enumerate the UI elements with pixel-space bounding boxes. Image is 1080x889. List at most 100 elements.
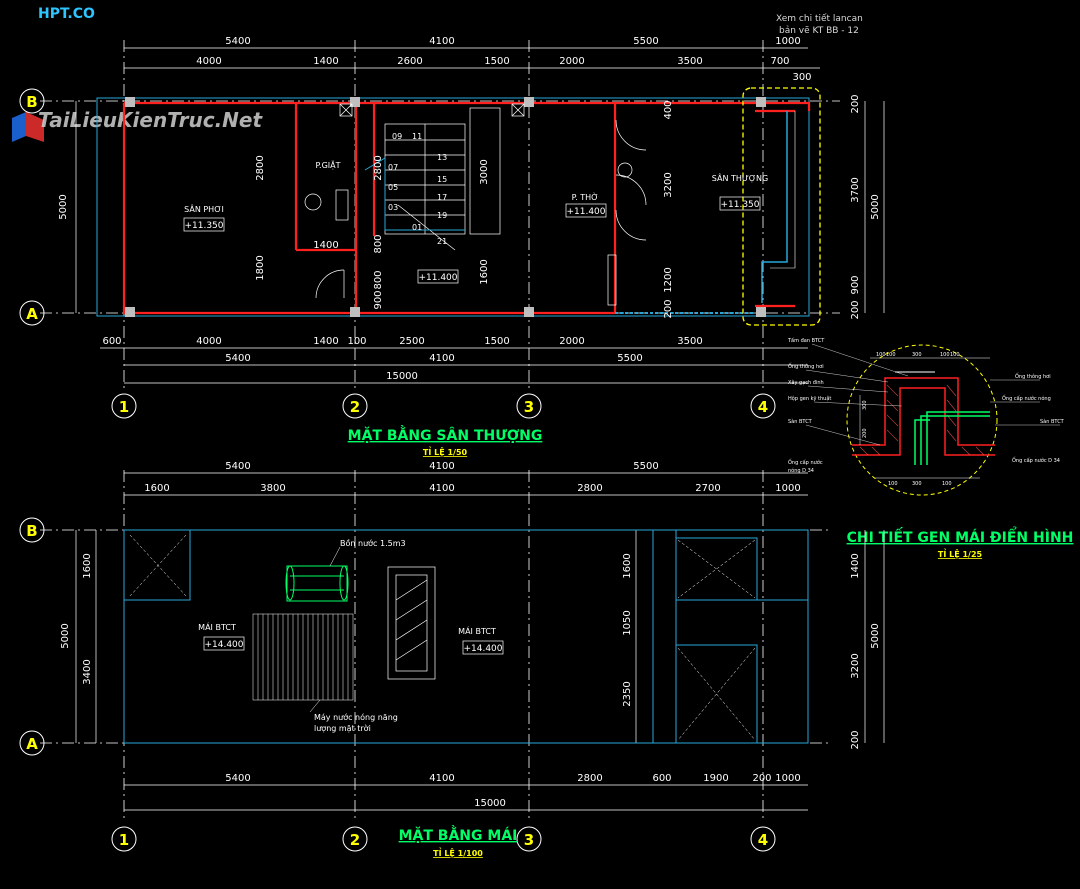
dim: 1200 [663, 267, 674, 292]
dim: 300 [912, 352, 922, 358]
dim: 4000 [196, 56, 221, 67]
plan-mai [40, 470, 885, 820]
watermark-logo: TaiLieuKienTruc.Net [12, 108, 263, 142]
detail-label: Ống cấp nước [788, 458, 823, 466]
dim: 2700 [695, 483, 720, 494]
roof-label: MÁI BTCT [458, 625, 496, 636]
dim: 5000 [870, 623, 881, 648]
dim: 3400 [82, 659, 93, 684]
dim: 3700 [850, 177, 861, 202]
dim: 1600 [82, 553, 93, 578]
dim: 100 [886, 352, 896, 358]
axis-label: 2 [350, 831, 360, 849]
stair-step: 01 [412, 223, 422, 232]
plan1-scale: TỈ LỆ 1/50 [423, 446, 468, 457]
stair-step: 11 [412, 132, 422, 141]
dim: 1600 [622, 553, 633, 578]
dim: 2500 [399, 336, 424, 347]
dim: 2800 [255, 155, 266, 180]
dim: 200 [850, 300, 861, 319]
dim: 5000 [60, 623, 71, 648]
dim: 900 [373, 290, 384, 309]
dim: 900 [850, 275, 861, 294]
dim: 200 [663, 299, 674, 318]
axis-label: 1 [119, 831, 129, 849]
dim: 200 [752, 773, 771, 784]
detail-title: CHI TIẾT GEN MÁI ĐIỂN HÌNH [847, 526, 1074, 546]
detail-label: Hộp gen kỹ thuật [788, 395, 831, 402]
dim: 3800 [260, 483, 285, 494]
dim: 3200 [663, 172, 674, 197]
detail-label: Sàn BTCT [788, 418, 813, 425]
axis-label: A [26, 305, 38, 323]
dim: 2800 [373, 155, 384, 180]
level-label: +11.350 [720, 200, 759, 210]
detail-scale: TỈ LỆ 1/25 [938, 548, 983, 559]
dim: 600 [652, 773, 671, 784]
axis-label: 1 [119, 398, 129, 416]
tank-label: Bồn nước 1.5m3 [340, 538, 406, 548]
dim: 5500 [617, 353, 642, 364]
dim: 1400 [313, 336, 338, 347]
dim: 2800 [577, 773, 602, 784]
plan2-scale: TỈ LỆ 1/100 [433, 847, 483, 858]
dim: 2800 [577, 483, 602, 494]
dim: 1050 [622, 610, 633, 635]
level-label: +11.400 [566, 207, 605, 217]
roof-label: MÁI BTCT [198, 621, 236, 632]
plan2-labels: Bồn nước 1.5m3 Máy nước nóng năng lượng … [198, 538, 504, 734]
plan1-title: MẶT BẰNG SÂN THƯỢNG [348, 425, 543, 444]
level-label: +14.400 [463, 644, 502, 654]
dim: 1900 [703, 773, 728, 784]
dim: 5400 [225, 773, 250, 784]
dim: 3200 [850, 653, 861, 678]
plan1-dims: 5400 4100 5500 1000 4000 1400 2600 1500 … [58, 36, 881, 382]
level-label: +14.400 [204, 640, 243, 650]
plan2-title: MẶT BẰNG MÁI [399, 825, 518, 844]
dim: 3000 [479, 159, 490, 184]
stair-numbers: 09 11 07 13 05 15 03 17 19 01 21 [388, 132, 447, 246]
dim: 300 [792, 72, 811, 83]
dim: 800 [373, 234, 384, 253]
dim: 100 [950, 352, 960, 358]
axis-bubbles-plan2: B A 1 2 3 4 [19, 517, 776, 852]
dim: 100 [888, 481, 898, 487]
stair-step: 19 [437, 211, 447, 220]
plan2-dims: 5400 4100 5500 1600 3800 4100 2800 2700 … [60, 461, 881, 809]
stair-step: 07 [388, 163, 398, 172]
plan-san-thuong [40, 40, 885, 392]
dim-total: 15000 [474, 798, 506, 809]
dim: 5400 [225, 353, 250, 364]
detail-label: Ống cấp nước nóng [1002, 394, 1051, 402]
dim: 300 [862, 400, 868, 410]
dim: 1400 [313, 240, 338, 251]
level-label: +11.350 [184, 221, 223, 231]
dim: 1000 [775, 483, 800, 494]
dim: 1400 [313, 56, 338, 67]
brand-logo: HPT.CO [38, 6, 95, 22]
note-line-1: Xem chi tiết lancan [776, 13, 863, 24]
dim: 4000 [196, 336, 221, 347]
heater-label: Máy nước nóng năng [314, 712, 398, 722]
dim: 1500 [484, 336, 509, 347]
dim: 2000 [559, 56, 584, 67]
dim: 4100 [429, 353, 454, 364]
dim: 400 [663, 100, 674, 119]
dim: 5000 [870, 194, 881, 219]
stair-step: 17 [437, 193, 447, 202]
dim: 2000 [559, 336, 584, 347]
dim: 600 [102, 336, 121, 347]
room-label: P. THỜ [572, 191, 599, 202]
dim: 700 [770, 56, 789, 67]
dim: 1400 [850, 553, 861, 578]
detail-label: Ống thông hơi [788, 362, 824, 370]
detail-gen-mai: 100 100 300 100 100 100 300 100 300 200 … [787, 337, 1073, 559]
note-line-2: bản vẽ KT BB - 12 [779, 25, 859, 36]
dim: 100 [940, 352, 950, 358]
dim: 5500 [633, 36, 658, 47]
dim: 2600 [397, 56, 422, 67]
dim: 200 [862, 428, 868, 438]
dim: 100 [876, 352, 886, 358]
dim: 1000 [775, 36, 800, 47]
